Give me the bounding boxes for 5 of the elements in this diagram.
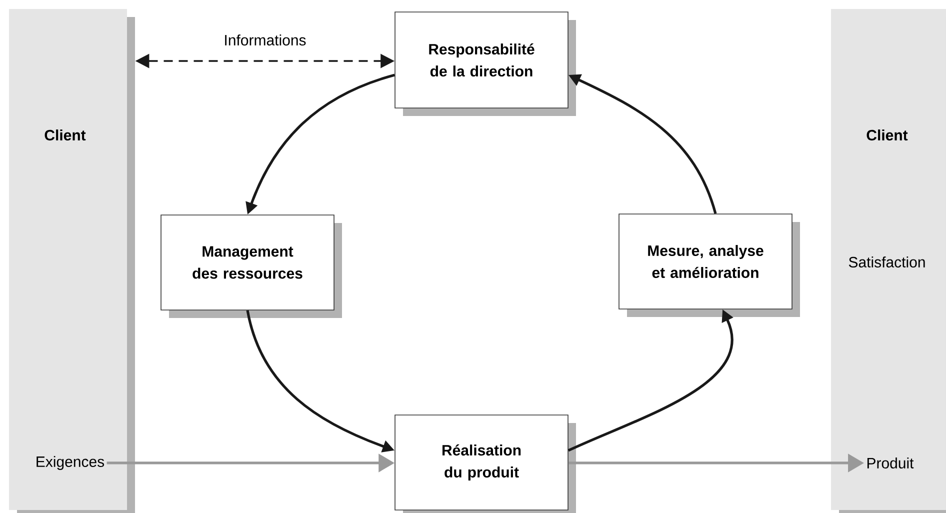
- process-box: Responsabilité de la direction: [394, 12, 576, 116]
- process-box: Management des ressources: [160, 214, 342, 318]
- process-box: Réalisation du produit: [394, 414, 576, 513]
- process-box: Mesure, analyse et amélioration: [618, 214, 800, 317]
- edge-label: Informations: [222, 33, 308, 46]
